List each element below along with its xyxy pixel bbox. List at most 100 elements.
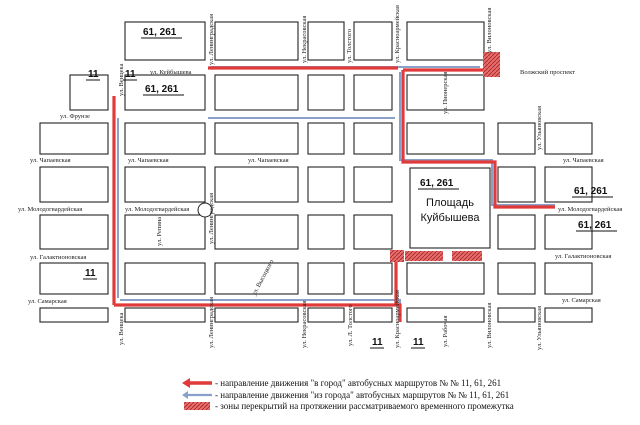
legend-closure-swatch [184,402,210,410]
street-label: ул. Пионерская [442,72,449,114]
city-blocks [39,21,593,323]
street-label: ул. Ленинградская [208,193,215,244]
city-block [497,214,536,250]
street-label: ул. Галактионовская [555,253,611,260]
city-block [124,307,206,323]
city-block [307,214,345,250]
closure-zone [390,250,404,262]
city-block [544,122,593,155]
city-block [544,262,593,295]
street-label: ул. Некрасовская [301,301,308,348]
city-block [497,166,536,203]
route-label: 11 [413,337,424,348]
route-label: 61, 261 [143,27,177,38]
city-block [214,21,299,61]
street-label: ул. Красноармейская [394,290,401,348]
street-label: ул. Венцека [118,63,125,96]
route-label: 61, 261 [420,178,454,189]
city-block [544,307,593,323]
roundabout [197,202,213,218]
city-block [124,166,206,203]
street-label: ул. Толстого [346,29,353,63]
city-block [353,307,393,323]
street-label: ул. Куйбышева [150,69,192,76]
street-label: ул. Ульяновская [536,106,543,150]
street-label: ул. Чапаевская [128,157,169,164]
closure-zones [390,52,500,262]
city-block [214,307,299,323]
city-block [406,21,485,61]
street-label: ул. Молодогвардейская [558,206,622,213]
street-label: ул. Венцека [118,312,125,345]
city-block [307,74,345,111]
city-block [307,262,345,295]
city-block [497,307,536,323]
route-label: 11 [372,337,383,348]
city-block [353,214,393,250]
street-label: ул. Чапаевская [563,157,604,164]
street-label: ул. Чапаевская [30,157,71,164]
street-label: ул. Ленинградская [208,297,215,348]
city-block [214,122,299,155]
legend-closures-text: - зоны перекрытий на протяжении рассматр… [215,401,514,411]
street-label: ул. Молодогвардейская [18,206,82,213]
city-block [307,21,345,61]
city-block [307,122,345,155]
city-block [307,307,345,323]
street-label: ул. Вилоновская [486,303,493,348]
street-label: ул. Самарская [28,298,67,305]
street-label: ул. Чапаевская [248,157,289,164]
city-block [353,122,393,155]
route-label: 61, 261 [145,84,179,95]
route-label: 11 [88,69,99,80]
city-block [307,166,345,203]
city-block [39,214,109,250]
route-labels: 11 11 11 11 11 61, 261 61, 261 61, 261 6… [83,27,617,349]
city-block [406,122,485,155]
closure-zone [405,251,443,261]
street-label: Волжский проспект [520,69,575,76]
legend-from-city-text: - направление движения "из города" автоб… [215,390,509,400]
city-block [544,166,593,203]
closure-zone [452,251,482,261]
route-label: 11 [85,268,96,279]
city-block [39,307,109,323]
street-label: ул. Фрунзе [60,113,90,120]
street-label: ул. Л. Толстого [347,304,354,346]
city-block [124,21,206,61]
kuibyshev-square [409,167,491,249]
city-block [124,122,206,155]
route-label: 11 [125,69,136,80]
street-label: ул. Галактионовская [30,254,86,261]
city-block [353,262,393,295]
street-label: ул. Самарская [562,297,601,304]
city-block [124,262,206,295]
city-block [124,74,206,111]
street-label: ул. Некрасовская [301,16,308,63]
city-block [497,262,536,295]
city-block [497,122,536,155]
city-block [544,214,593,250]
square-name-line2: Куйбышева [420,212,480,224]
legend-closures: - зоны перекрытий на протяжении рассматр… [184,401,514,411]
city-block [406,74,485,111]
city-block [214,214,299,250]
city-block [406,307,485,323]
square-name-line1: Площадь [426,197,474,209]
city-block [353,74,393,111]
street-label: ул. Рабочая [442,315,449,347]
legend-to-city: - направление движения "в город" автобус… [182,378,501,388]
street-label: ул. Ленинградская [208,14,215,65]
city-block [39,166,109,203]
city-block [353,21,393,61]
street-label: ул. Репина [156,217,163,246]
city-block [406,262,485,295]
route-to-city [112,66,555,322]
route-label: 61, 261 [578,220,612,231]
legend: - направление движения "в город" автобус… [182,378,514,411]
city-block [69,74,109,111]
street-label: ул. Красноармейская [394,5,401,63]
city-block [124,214,206,250]
street-label: ул. Ульяновская [536,306,543,350]
